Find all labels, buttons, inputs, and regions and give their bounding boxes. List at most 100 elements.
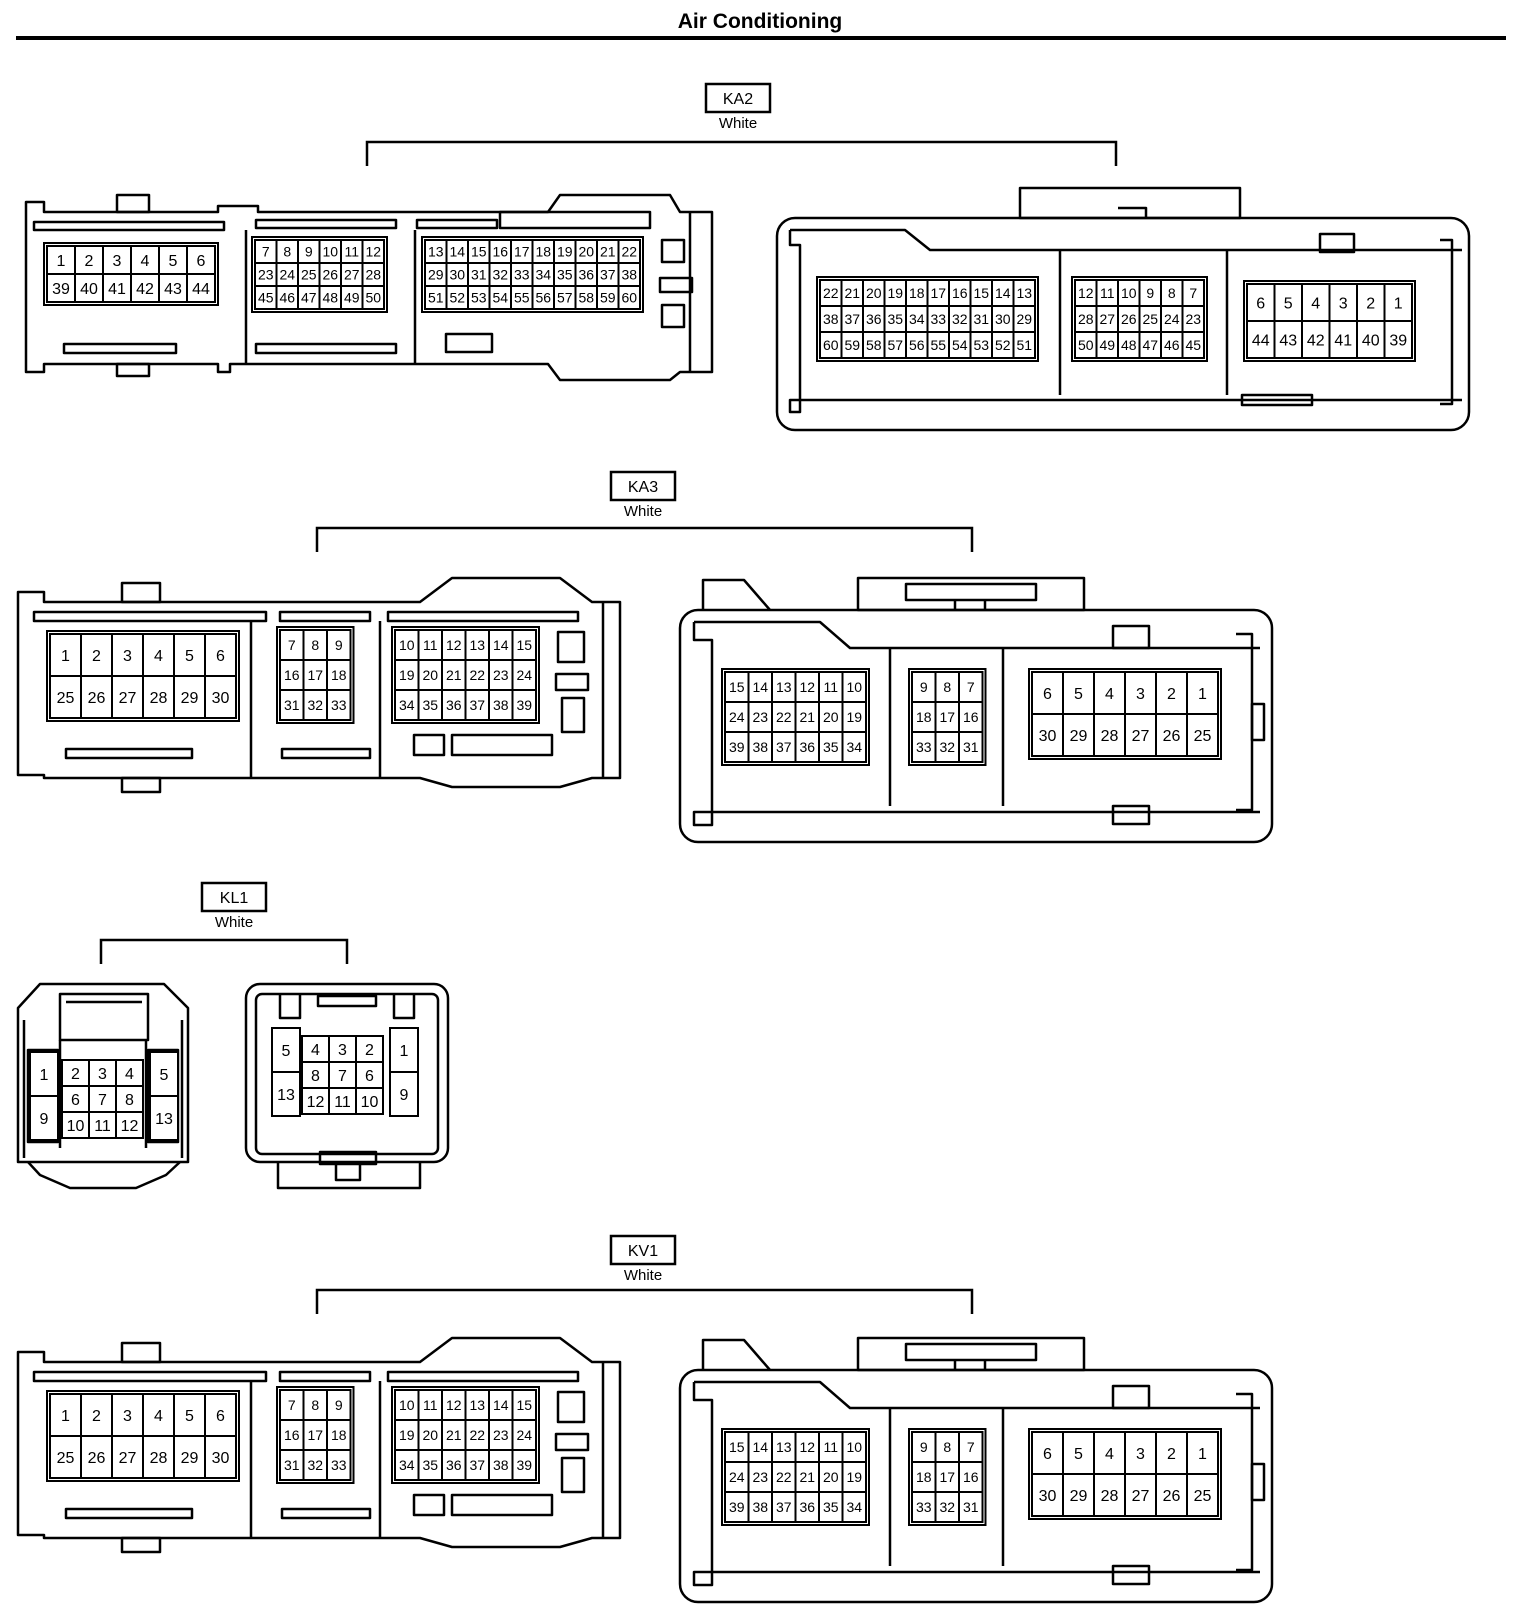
pin-number: 54 <box>952 337 968 353</box>
pin: 1 <box>1186 1431 1219 1475</box>
pin: 7 <box>328 1061 357 1089</box>
pin-number: 20 <box>422 1427 438 1443</box>
pin: 56 <box>905 331 929 359</box>
pin: 26 <box>80 1435 113 1479</box>
pin: 10 <box>318 239 342 264</box>
pin: 37 <box>464 1449 490 1481</box>
pin: 47 <box>297 285 321 310</box>
pin-number: 20 <box>823 709 839 725</box>
pin: 17 <box>302 1419 328 1451</box>
pin-number: 2 <box>1366 295 1375 312</box>
pin-number: 1 <box>400 1043 409 1060</box>
pin-number: 7 <box>338 1068 347 1085</box>
pin: 21 <box>794 1461 820 1493</box>
pin: 33 <box>510 262 534 287</box>
pin-number: 11 <box>94 1118 111 1135</box>
pin-number: 14 <box>752 679 768 695</box>
pin-number: 13 <box>1016 285 1032 301</box>
title-rule <box>16 36 1506 40</box>
pin: 11 <box>818 1431 844 1463</box>
pin: 29 <box>1062 1473 1095 1517</box>
pin: 23 <box>1181 305 1205 333</box>
pin-number: 22 <box>823 285 839 301</box>
pin-number: 48 <box>1121 337 1137 353</box>
pin: 16 <box>279 659 305 691</box>
pin-number: 35 <box>823 1499 839 1515</box>
pin: 39 <box>511 689 537 721</box>
pin-number: 8 <box>943 1439 951 1455</box>
pin: 60 <box>819 331 843 359</box>
pin-number: 16 <box>963 709 979 725</box>
pin-number: 19 <box>557 244 573 260</box>
pin-number: 5 <box>1284 295 1293 312</box>
pin-number: 5 <box>282 1043 291 1060</box>
pin-number: 21 <box>799 709 815 725</box>
pin-number: 50 <box>365 290 381 306</box>
pin-number: 24 <box>729 1469 745 1485</box>
pin: 5 <box>1062 671 1095 715</box>
pin-number: 12 <box>365 244 381 260</box>
pin-number: 10 <box>361 1094 379 1111</box>
pin-number: 37 <box>469 1457 485 1473</box>
pin: 57 <box>883 331 907 359</box>
pin-number: 59 <box>600 290 616 306</box>
pin-number: 30 <box>212 1450 230 1467</box>
pin: 8 <box>934 1431 960 1463</box>
connector-code: KA2 <box>723 91 753 108</box>
pin-number: 27 <box>1132 1488 1150 1505</box>
pin-number: 23 <box>1185 311 1201 327</box>
pin: 8 <box>115 1085 144 1113</box>
pin-number: 33 <box>916 1499 932 1515</box>
pin: 14 <box>445 239 469 264</box>
pin: 8 <box>302 629 328 661</box>
pin-number: 21 <box>844 285 860 301</box>
pin: 22 <box>771 701 797 733</box>
pin-number: 12 <box>446 637 462 653</box>
pin-number: 22 <box>469 1427 485 1443</box>
pin: 38 <box>488 1449 514 1481</box>
pin: 51 <box>1012 331 1036 359</box>
pin-number: 33 <box>331 1457 347 1473</box>
pin: 2 <box>80 1393 113 1437</box>
pin-number: 34 <box>846 1499 862 1515</box>
pin: 39 <box>724 1491 750 1523</box>
pin-number: 13 <box>277 1087 295 1104</box>
pin-number: 14 <box>995 285 1011 301</box>
pin-number: 13 <box>469 1397 485 1413</box>
pin-number: 23 <box>258 267 274 283</box>
pin: 35 <box>818 1491 844 1523</box>
pin-number: 39 <box>52 281 70 298</box>
pin: 21 <box>441 659 467 691</box>
pin: 4 <box>142 633 175 677</box>
pin-number: 53 <box>471 290 487 306</box>
pin: 17 <box>934 701 960 733</box>
pin: 8 <box>1160 279 1184 307</box>
pin-number: 34 <box>909 311 925 327</box>
pin-number: 2 <box>1167 1446 1176 1463</box>
pin-number: 6 <box>216 648 225 665</box>
pin: 34 <box>905 305 929 333</box>
pin-number: 17 <box>514 244 530 260</box>
pin-number: 41 <box>108 281 126 298</box>
pin: 34 <box>841 1491 867 1523</box>
pin: 12 <box>115 1111 144 1139</box>
pin-number: 22 <box>621 244 637 260</box>
pin: 31 <box>958 731 984 763</box>
pin: 33 <box>911 1491 937 1523</box>
pin-number: 22 <box>776 709 792 725</box>
pin: 32 <box>934 731 960 763</box>
pin-number: 27 <box>344 267 360 283</box>
pin: 33 <box>926 305 950 333</box>
pin: 2 <box>1356 283 1386 322</box>
pin: 38 <box>819 305 843 333</box>
pin-number: 15 <box>516 637 532 653</box>
pin-number: 23 <box>752 1469 768 1485</box>
pin: 27 <box>111 1435 144 1479</box>
